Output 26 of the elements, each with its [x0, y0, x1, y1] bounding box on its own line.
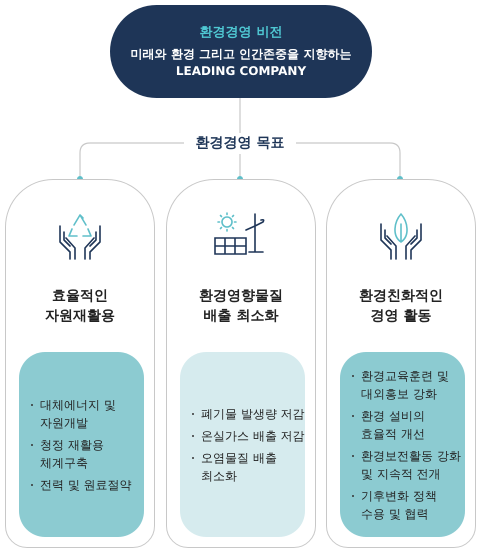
bullet-text: 기후변화 정책 수용 및 협력 — [361, 488, 438, 522]
vision-statement: 미래와 환경 그리고 인간존중을 지향하는 LEADING COMPANY — [130, 46, 352, 80]
connector-line — [239, 98, 241, 133]
connector-line — [77, 142, 184, 182]
connector-line — [296, 142, 403, 182]
bullet-text: 청정 재활용 체계구축 — [40, 436, 105, 472]
bullet-text: 전력 및 원료절약 — [40, 476, 133, 494]
bullet-text: 환경보전활동 강화 및 지속적 전개 — [361, 448, 462, 482]
goal-card — [166, 179, 316, 548]
goal-heading: 환경친화적인 경영 활동 — [358, 287, 444, 326]
activity-panel — [180, 352, 305, 537]
activity-panel — [19, 352, 144, 537]
bullet-text: 대체에너지 및 자원개발 — [40, 396, 117, 432]
goal-title: 환경경영 목표 — [184, 133, 296, 154]
activity-panel — [340, 352, 465, 537]
goal-heading: 효율적인 자원재활용 — [44, 287, 116, 326]
bullet-text: 환경 설비의 효율적 개선 — [361, 408, 426, 442]
goal-card — [5, 179, 155, 548]
goal-card — [326, 179, 476, 548]
bullet-text: 폐기물 발생량 저감 — [201, 406, 305, 422]
goal-heading: 환경영향물질 배출 최소화 — [198, 287, 284, 326]
connector-line — [237, 154, 243, 182]
bullet-text: 환경교육훈련 및 대외홍보 강화 — [361, 368, 450, 402]
bullet-text: 오염물질 배출 최소화 — [201, 450, 278, 484]
vision-title: 환경경영 비전 — [200, 24, 282, 42]
bullet-text: 온실가스 배출 저감 — [201, 428, 305, 444]
